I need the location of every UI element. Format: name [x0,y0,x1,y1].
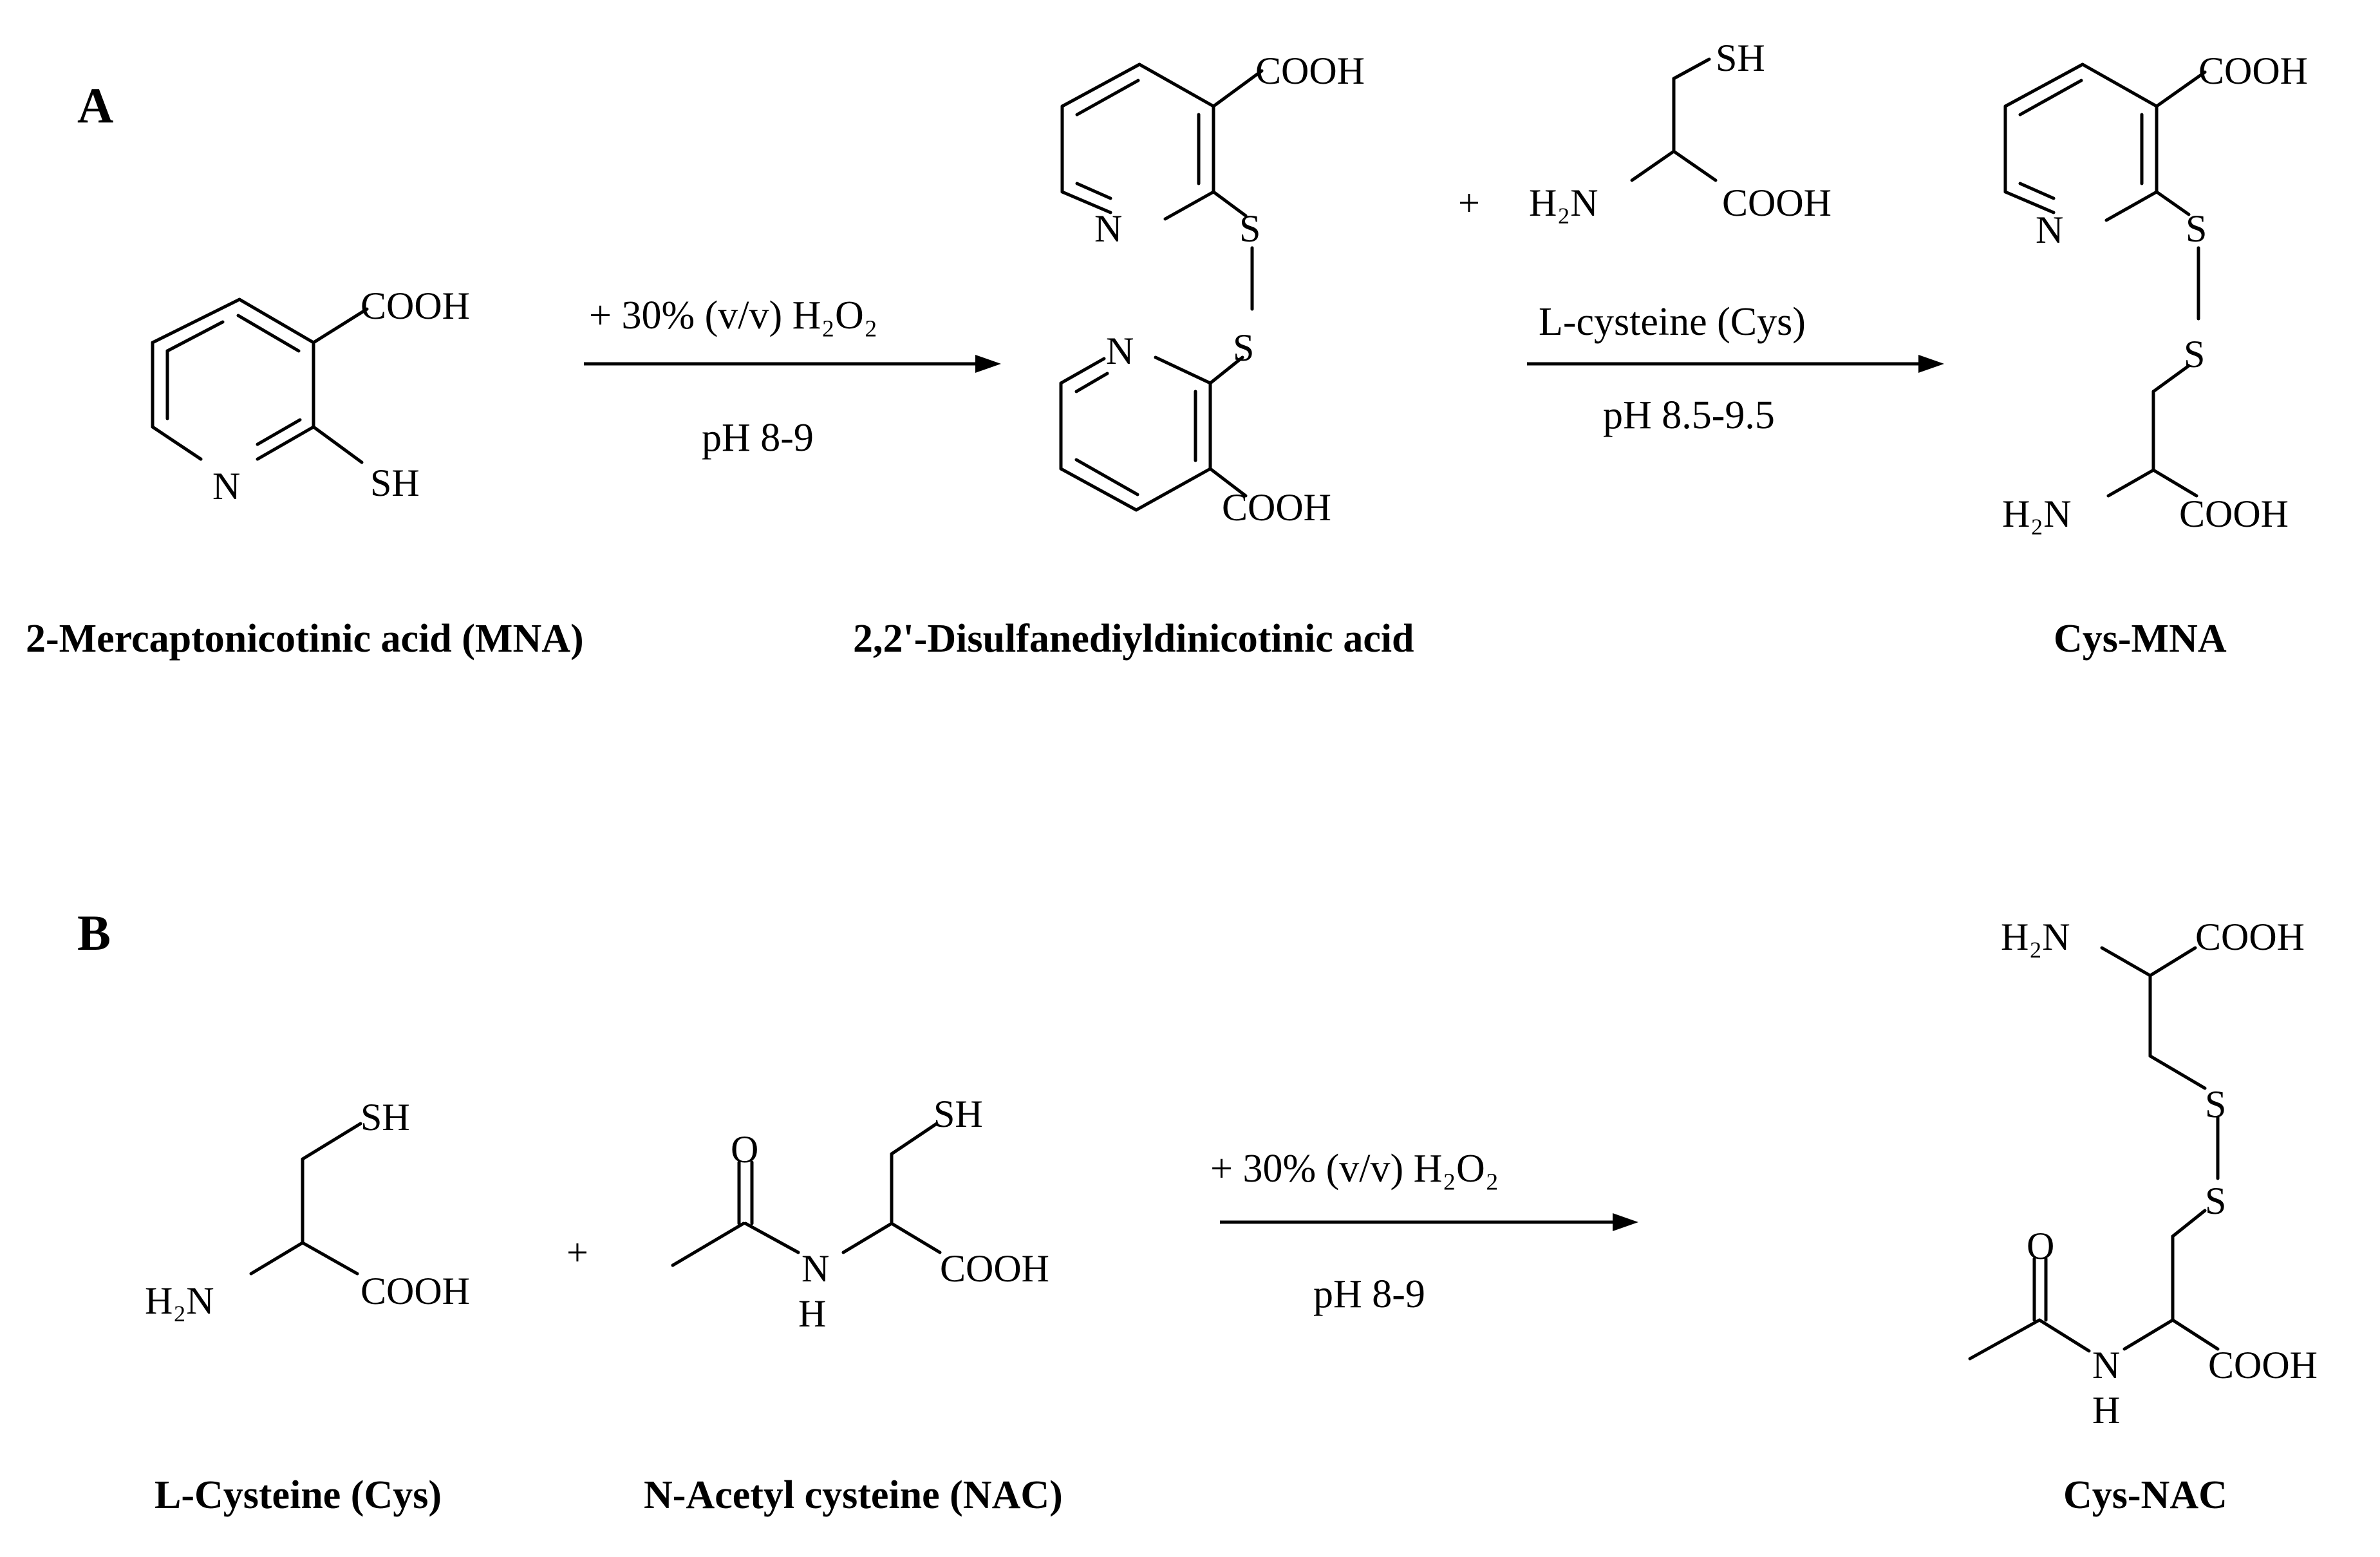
mna-cooh-label: COOH [361,285,470,327]
reaction-arrow-b1: + 30% (v/v) H₂O₂ pH 8-9 [1210,1147,1638,1316]
cysteine-cooh-label: COOH [361,1270,470,1312]
cysteine-sh-label: SH [361,1096,410,1138]
disulfide-s1-label: S [1239,207,1260,250]
cysteine-h2n-label: H₂N [145,1279,214,1322]
reaction-a1-ph: pH 8-9 [702,416,814,460]
disulfide-top-ring [1060,62,1215,221]
cysteine-reagent-structure: SH H₂N COOH [1529,37,1832,224]
cys-nac-h-label: H [2092,1389,2120,1431]
cys-mna-h2n-label: H₂N [2002,493,2072,535]
nac-cooh-label: COOH [940,1247,1049,1290]
reaction-b1-ph: pH 8-9 [1313,1272,1425,1316]
compound-name-cys-nac: Cys-NAC [2063,1473,2227,1517]
plus-sign-a: + [1458,182,1480,224]
cys-mna-structure: N COOH S S H₂N COOH [2002,50,2308,535]
cys-mna-ring [2003,62,2159,222]
nac-sh-label: SH [933,1093,983,1135]
reaction-a2-ph: pH 8.5-9.5 [1603,393,1775,437]
compound-name-cys: L-Cysteine (Cys) [155,1473,442,1517]
panel-label-b: B [77,905,111,961]
reaction-arrow-a1: + 30% (v/v) H₂O₂ pH 8-9 [584,294,1001,460]
cys-nac-cooh-top-label: COOH [2195,916,2305,958]
disulfide-structure: N COOH S S N COOH [1059,50,1365,529]
disulfide-s2-label: S [1233,326,1254,369]
disulfide-top-cooh-label: COOH [1255,50,1365,92]
cys-nac-n-label: N [2092,1344,2120,1386]
cys-mna-cooh-top-label: COOH [2198,50,2308,92]
nac-n-label: N [801,1247,829,1290]
cys-nac-o-label: O [2027,1225,2054,1267]
reaction-a1-reagent: + 30% (v/v) H₂O₂ [589,294,877,337]
reaction-b1-reagent: + 30% (v/v) H₂O₂ [1210,1147,1499,1191]
compound-name-mna: 2-Mercaptonicotinic acid (MNA) [26,617,584,661]
plus-sign-b: + [567,1231,588,1274]
mna-structure: N COOH SH [151,285,470,507]
mna-ring [151,297,315,461]
disulfide-bottom-cooh-label: COOH [1222,486,1331,529]
disulfide-bottom-n-label: N [1106,330,1134,372]
cys-nac-s2-label: S [2205,1180,2226,1222]
reaction-arrow-a2: L-cysteine (Cys) pH 8.5-9.5 [1527,300,1944,437]
nac-h-label: H [798,1292,826,1335]
mna-sh-label: SH [370,462,420,504]
cys-nac-h2n-label: H₂N [2001,916,2070,958]
cys-mna-cooh-bottom-label: COOH [2179,493,2289,535]
disulfide-bottom-ring [1059,355,1212,512]
cysteine-reagent-cooh-label: COOH [1722,182,1832,224]
cysteine-reagent-sh-label: SH [1716,37,1765,79]
compound-name-cys-mna: Cys-MNA [2054,617,2227,661]
cys-nac-s1-label: S [2205,1083,2226,1126]
cys-mna-s1-label: S [2186,207,2207,250]
cys-mna-s2-label: S [2184,333,2205,375]
cys-mna-n-label: N [2036,209,2063,251]
panel-label-a: A [77,77,113,133]
cysteine-structure: SH H₂N COOH [145,1096,470,1322]
cys-nac-cooh-bottom-label: COOH [2208,1344,2318,1386]
nac-structure: O N H SH COOH [671,1093,1049,1335]
compound-name-disulfide: 2,2'-Disulfanediyldinicotinic acid [853,617,1414,661]
cys-nac-structure: H₂N COOH S S O N H COOH [1968,916,2318,1431]
nac-o-label: O [731,1128,758,1171]
disulfide-top-n-label: N [1094,207,1122,250]
compound-name-nac: N-Acetyl cysteine (NAC) [644,1473,1063,1517]
reaction-a2-reagent: L-cysteine (Cys) [1539,300,1806,344]
mna-n-label: N [212,465,240,507]
cysteine-reagent-h2n-label: H₂N [1529,182,1598,224]
